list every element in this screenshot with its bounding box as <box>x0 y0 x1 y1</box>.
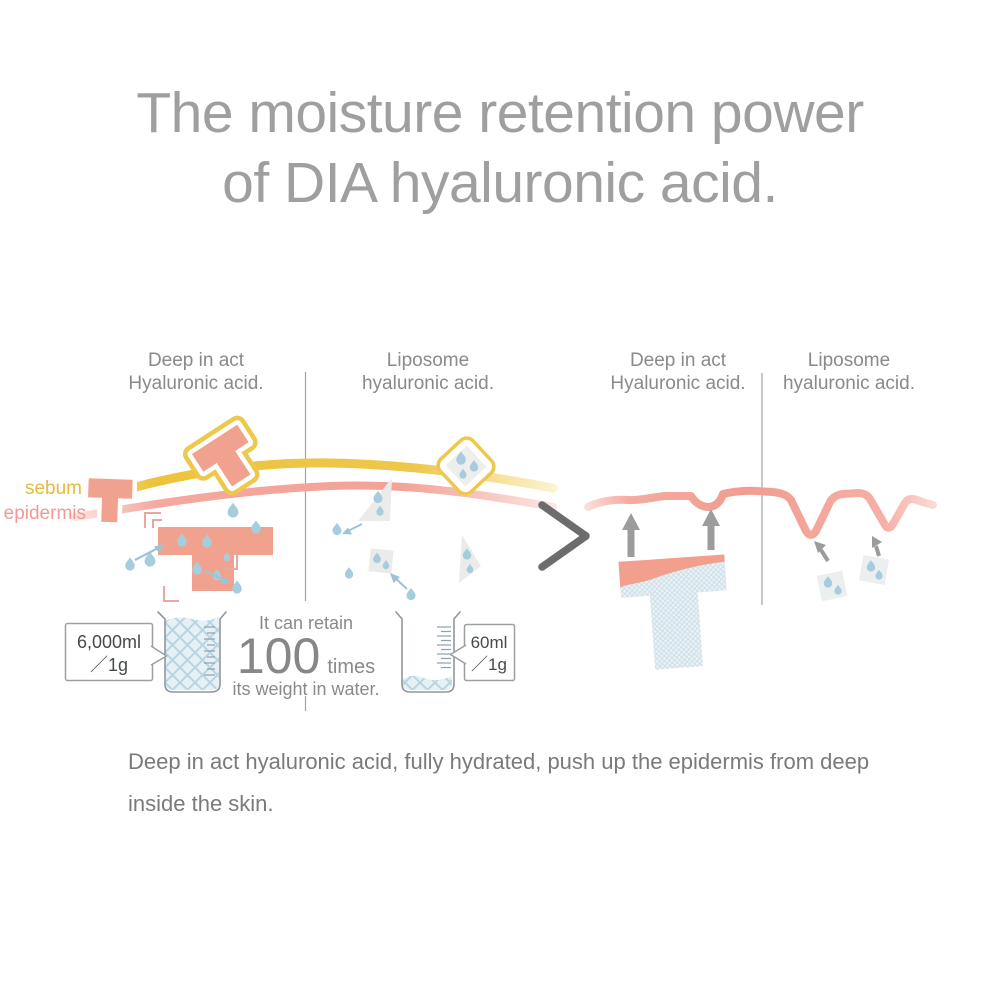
retention-outro: its weight in water. <box>232 679 380 699</box>
corner-brackets <box>144 512 238 602</box>
ha-molecule-deep-icon <box>158 527 273 591</box>
page-title-line1: The moisture retention power <box>136 81 864 145</box>
retention-number: 100 <box>236 628 321 684</box>
liposome-triangle-icon <box>358 478 392 521</box>
liposome-triangle-2-icon <box>459 535 481 583</box>
retention-unit: times <box>327 656 376 678</box>
liposome-capsule-icon <box>436 436 496 496</box>
after-column-label-deep-in-act: Deep in act Hyaluronic acid. <box>593 349 763 395</box>
capacity-callout-liposome: 60ml ／1g <box>463 632 515 676</box>
label-line: Deep in act <box>629 350 727 371</box>
per-weight: ／1g <box>89 655 129 675</box>
per-weight: ／1g <box>471 655 507 674</box>
push-up-arrow-icon <box>622 509 720 557</box>
callout-box-60ml <box>449 623 516 682</box>
release-arrow-2 <box>390 573 408 590</box>
callout-pointer <box>150 645 168 666</box>
after-column-label-liposome: Liposome hyaluronic acid. <box>764 349 934 395</box>
figure-caption: Deep in act hyaluronic acid, fully hydra… <box>128 749 870 816</box>
epidermis-line-after <box>584 486 937 539</box>
beaker-empty-icon <box>395 611 461 693</box>
ha-molecule-anchored-icon <box>83 473 138 527</box>
before-column-label-liposome: Liposome hyaluronic acid. <box>343 349 513 395</box>
page-title-line2: of DIA hyaluronic acid. <box>222 151 778 215</box>
label-line: hyaluronic acid. <box>361 373 495 394</box>
beaker-scale <box>204 626 215 676</box>
liposome-particle-icon <box>816 554 890 602</box>
callout-box-6000ml <box>64 622 168 682</box>
beaker-scale <box>437 626 451 669</box>
liposome-square-icon <box>368 548 394 574</box>
chevron-right-icon <box>538 501 590 571</box>
epidermis-line <box>71 481 557 521</box>
label-line: Hyaluronic acid. <box>128 373 264 394</box>
rise-arrow-small <box>814 536 882 563</box>
label-line: Liposome <box>386 350 470 371</box>
retention-statement: It can retain 100 times its weight in wa… <box>206 613 406 699</box>
retention-intro: It can retain <box>258 613 354 633</box>
epidermis-label: epidermis <box>3 503 86 524</box>
retention-number-row: 100 times <box>206 628 406 684</box>
label-line: hyaluronic acid. <box>782 373 916 394</box>
absorption-arrows <box>134 544 231 584</box>
release-arrow <box>342 523 363 535</box>
beaker-full-icon <box>157 611 227 693</box>
volume-value: 60ml <box>470 633 508 652</box>
before-column-label-deep-in-act: Deep in act Hyaluronic acid. <box>111 349 281 395</box>
ha-molecule-surface-icon <box>182 415 260 496</box>
capacity-callout-deep-in-act: 6,000ml ／1g <box>64 631 154 677</box>
label-line: Liposome <box>807 350 891 371</box>
callout-pointer <box>449 644 467 665</box>
label-line: Deep in act <box>147 350 245 371</box>
sebum-label: sebum <box>24 478 82 499</box>
volume-value: 6,000ml <box>76 632 142 652</box>
label-line: Hyaluronic acid. <box>610 373 746 394</box>
hydrated-ha-molecule-icon <box>618 554 727 670</box>
